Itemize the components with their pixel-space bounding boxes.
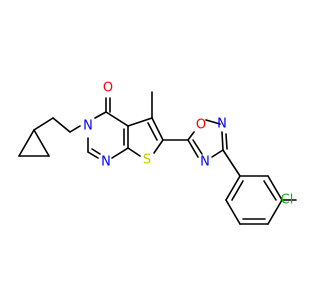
bond (91, 148, 101, 155)
bond (69, 125, 81, 133)
bond (231, 180, 244, 201)
bond (267, 175, 283, 201)
bond (187, 131, 195, 141)
bond (18, 129, 35, 157)
bond (94, 111, 107, 119)
bond (151, 117, 164, 141)
bond (225, 199, 241, 225)
nitrogen-oxadiazole-b-label: N (200, 155, 210, 170)
bond (127, 147, 141, 157)
bond (105, 111, 129, 127)
nitrogen-oxadiazole-a-label: N (217, 117, 227, 132)
bond (263, 180, 277, 201)
bond (221, 131, 224, 151)
bond (205, 119, 221, 125)
bond (225, 175, 241, 201)
bond (211, 149, 224, 158)
chlorine-label: Cl (281, 193, 294, 208)
bond (111, 147, 129, 159)
sulfur-label: S (143, 153, 151, 168)
oxygen-oxadiazole-label: O (196, 118, 206, 133)
bond (187, 139, 199, 158)
bond (33, 129, 50, 157)
oxygen-carbonyl-label: O (103, 81, 113, 96)
bond (267, 199, 283, 225)
bond (87, 151, 99, 159)
bond (192, 139, 203, 155)
bond (33, 117, 54, 131)
nitrogen-3-label: N (83, 119, 93, 134)
bond (52, 117, 71, 133)
bond (225, 133, 228, 150)
molecule-diagram: O N N S O N N Cl (18, 81, 297, 225)
bond (153, 139, 164, 154)
nitrogen-1-label: N (101, 155, 111, 170)
structure-svg: O N N S O N N Cl (18, 81, 297, 225)
bond (147, 122, 158, 141)
bond (222, 149, 241, 177)
bond (127, 117, 153, 127)
